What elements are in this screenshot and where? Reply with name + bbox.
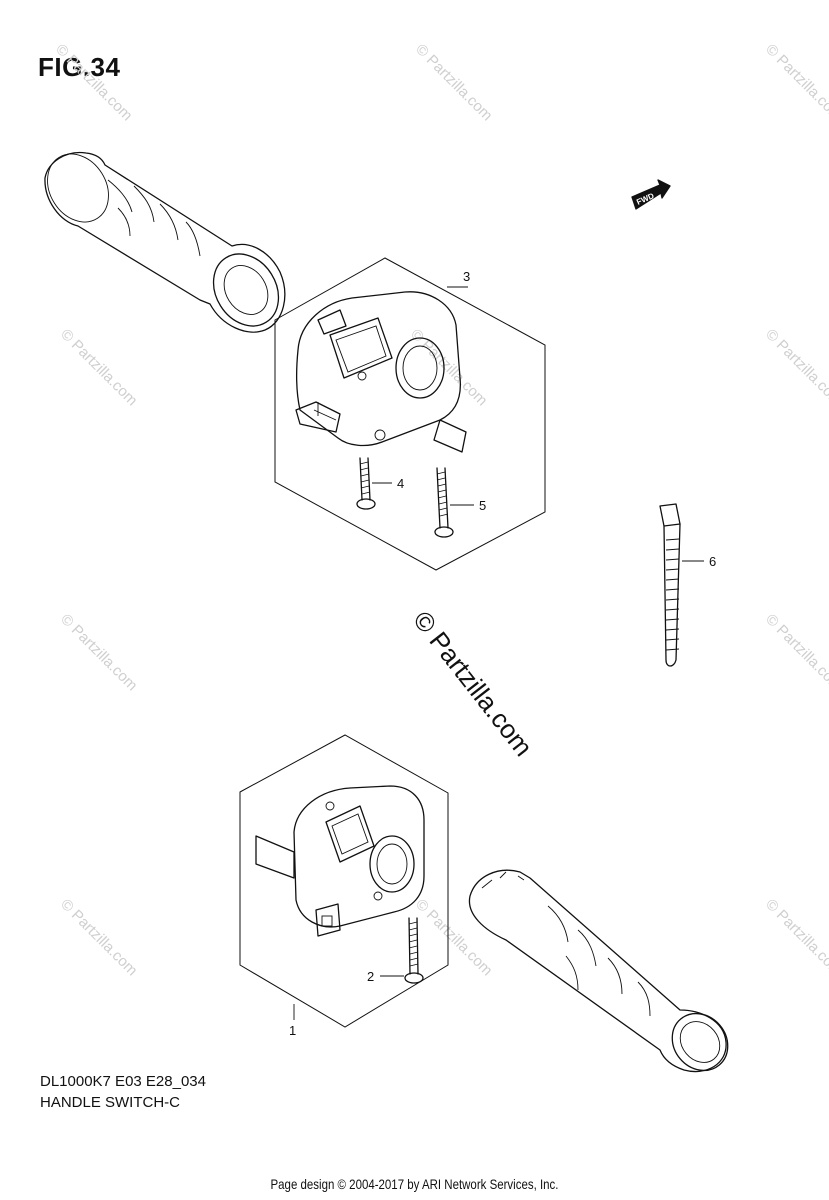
- callout-3: 3: [463, 269, 470, 284]
- watermark-text: © Partzilla.com: [762, 41, 829, 124]
- screw-2-icon: [380, 917, 424, 984]
- right-handle-switch-icon: [295, 291, 467, 453]
- watermark-text: © Partzilla.com: [412, 41, 495, 124]
- watermark-text: © Partzilla.com: [52, 41, 135, 124]
- left-handle-switch-icon: [255, 785, 425, 937]
- callout-1: 1: [289, 1023, 296, 1038]
- right-switch-box: [274, 257, 546, 571]
- watermark-text: © Partzilla.com: [57, 896, 140, 979]
- watermark-text: © Partzilla.com: [762, 326, 829, 409]
- callout-5: 5: [479, 498, 486, 513]
- grip-left-icon: [44, 151, 286, 333]
- model-code: DL1000K7 E03 E28_034: [40, 1073, 206, 1090]
- footer-credit: Page design © 2004-2017 by ARI Network S…: [270, 1176, 559, 1192]
- callout-6: 6: [709, 554, 716, 569]
- fwd-label: FWD: [635, 191, 656, 207]
- screw-4-icon: [356, 457, 392, 510]
- figure-title: FIG.34: [38, 52, 121, 82]
- screw-5-icon: [434, 467, 474, 538]
- fwd-arrow-icon: FWD: [631, 179, 671, 210]
- watermark-text: © Partzilla.com: [762, 611, 829, 694]
- left-switch-box: [239, 734, 449, 1028]
- watermark-text: © Partzilla.com: [762, 896, 829, 979]
- watermark-text: © Partzilla.com: [57, 326, 140, 409]
- watermark-large: © Partzilla.com: [407, 605, 539, 762]
- watermark-text: © Partzilla.com: [57, 611, 140, 694]
- callout-2: 2: [367, 969, 374, 984]
- watermark-text: © Partzilla.com: [412, 896, 495, 979]
- callout-4: 4: [397, 476, 404, 491]
- cable-tie-icon: [659, 503, 704, 667]
- assembly-name: HANDLE SWITCH-C: [40, 1094, 181, 1111]
- grip-right-icon: [468, 869, 729, 1073]
